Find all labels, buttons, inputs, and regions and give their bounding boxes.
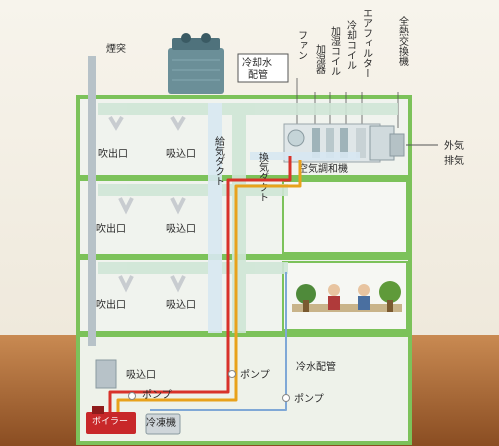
boiler xyxy=(86,406,136,434)
floor-1-outlet: 吹出口 xyxy=(96,298,126,311)
floor-2-outlet: 吹出口 xyxy=(96,222,126,235)
humidifying-coil-label: 加湿コイル xyxy=(329,26,341,76)
floor-3-outlet: 吹出口 xyxy=(98,147,128,160)
ahu-label: 空気調和機 xyxy=(298,162,348,175)
chimney xyxy=(88,56,96,346)
pump-2 xyxy=(128,392,136,400)
cw-box-line1: 冷却水 xyxy=(242,56,272,69)
floor-2-units xyxy=(118,197,186,215)
cooling-tower xyxy=(168,33,224,94)
floor-3-inlet: 吸込口 xyxy=(166,148,196,160)
exhaust-label: 排気 xyxy=(444,154,464,167)
pump-label-2: ポンプ xyxy=(142,389,172,401)
fan-label: ファン xyxy=(296,30,307,60)
supply-duct-label: 給気ダクト xyxy=(213,135,225,186)
ventilation-duct-label: 換気ダクト xyxy=(257,152,269,202)
cooling-coil-label: 冷却コイル xyxy=(345,19,357,70)
basement-inlet-unit xyxy=(95,359,117,389)
basement-inlet: 吸込口 xyxy=(126,369,156,381)
outside-air-label: 外気 xyxy=(444,139,464,152)
humidifier-label: 加湿器 xyxy=(314,44,326,75)
floor-2-inlet: 吸込口 xyxy=(166,223,196,235)
chilled-water-pipe-box xyxy=(237,53,289,83)
floor-1-units xyxy=(118,275,186,293)
pump-label-1: ポンプ xyxy=(240,369,270,381)
pump-1 xyxy=(228,370,236,378)
pump-3 xyxy=(282,394,290,402)
chiller xyxy=(145,413,181,435)
office-scene xyxy=(292,281,402,312)
hot-water-pipes xyxy=(108,156,302,418)
cw-box-line2: 配管 xyxy=(248,68,268,81)
floor-1-inlet: 吸込口 xyxy=(166,299,196,311)
total-heat-exchanger-label: 全熱交換機 xyxy=(397,15,409,67)
chilled-water-pipe-label: 冷水配管 xyxy=(296,360,336,373)
floor-3-units xyxy=(108,115,186,131)
chiller-label: 冷凍機 xyxy=(146,416,176,429)
pump-label-3: ポンプ xyxy=(294,393,324,405)
boiler-label: ボイラー xyxy=(92,416,128,427)
chimney-label: 煙突 xyxy=(106,42,126,55)
air-filter-label: エアフィルター xyxy=(361,8,373,78)
